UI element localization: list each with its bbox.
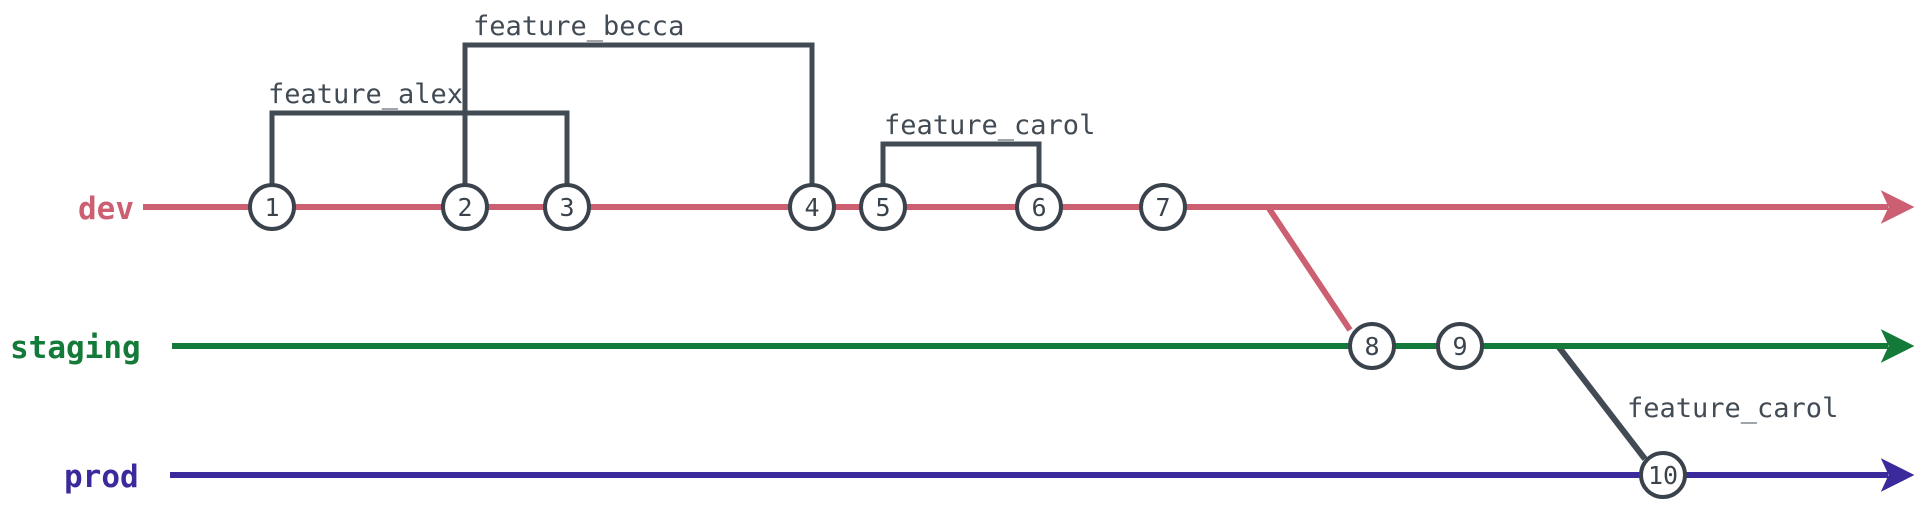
feature-bracket-feature_carol: [880, 141, 1042, 185]
commit-node-4[interactable]: [788, 183, 836, 231]
feature-bracket-feature_becca: [462, 42, 815, 185]
feature-label-feature_becca: feature_becca: [473, 11, 684, 42]
branch-label-staging[interactable]: staging: [10, 330, 141, 366]
commit-node-6[interactable]: [1015, 183, 1063, 231]
branch-label-prod[interactable]: prod: [64, 459, 139, 495]
commit-label-7: 7: [1155, 193, 1170, 222]
commit-node-10[interactable]: [1639, 451, 1687, 499]
commit-node-1[interactable]: [248, 183, 296, 231]
commit-label-1: 1: [264, 193, 279, 222]
commit-node-2[interactable]: [441, 183, 489, 231]
commit-label-9: 9: [1452, 332, 1467, 361]
commit-node-9[interactable]: [1436, 322, 1484, 370]
commit-label-4: 4: [804, 193, 819, 222]
commit-node-5[interactable]: [859, 183, 907, 231]
commit-node-7[interactable]: [1139, 183, 1187, 231]
commit-label-10: 10: [1648, 461, 1678, 490]
merge-label-staging-to-prod: feature_carol: [1627, 393, 1838, 424]
commit-label-8: 8: [1364, 332, 1379, 361]
merge-line-dev-to-staging: [1265, 205, 1353, 332]
feature-label-feature_carol: feature_carol: [884, 110, 1095, 141]
commit-label-3: 3: [559, 193, 574, 222]
commit-label-2: 2: [457, 193, 472, 222]
commit-label-6: 6: [1031, 193, 1046, 222]
commit-node-3[interactable]: [543, 183, 591, 231]
branch-label-dev[interactable]: dev: [78, 191, 134, 227]
merge-line-staging-to-prod: [1555, 344, 1648, 461]
commit-label-5: 5: [875, 193, 890, 222]
feature-bracket-feature_alex: [269, 110, 570, 185]
feature-label-feature_alex: feature_alex: [268, 79, 463, 110]
commit-node-8[interactable]: [1348, 322, 1396, 370]
